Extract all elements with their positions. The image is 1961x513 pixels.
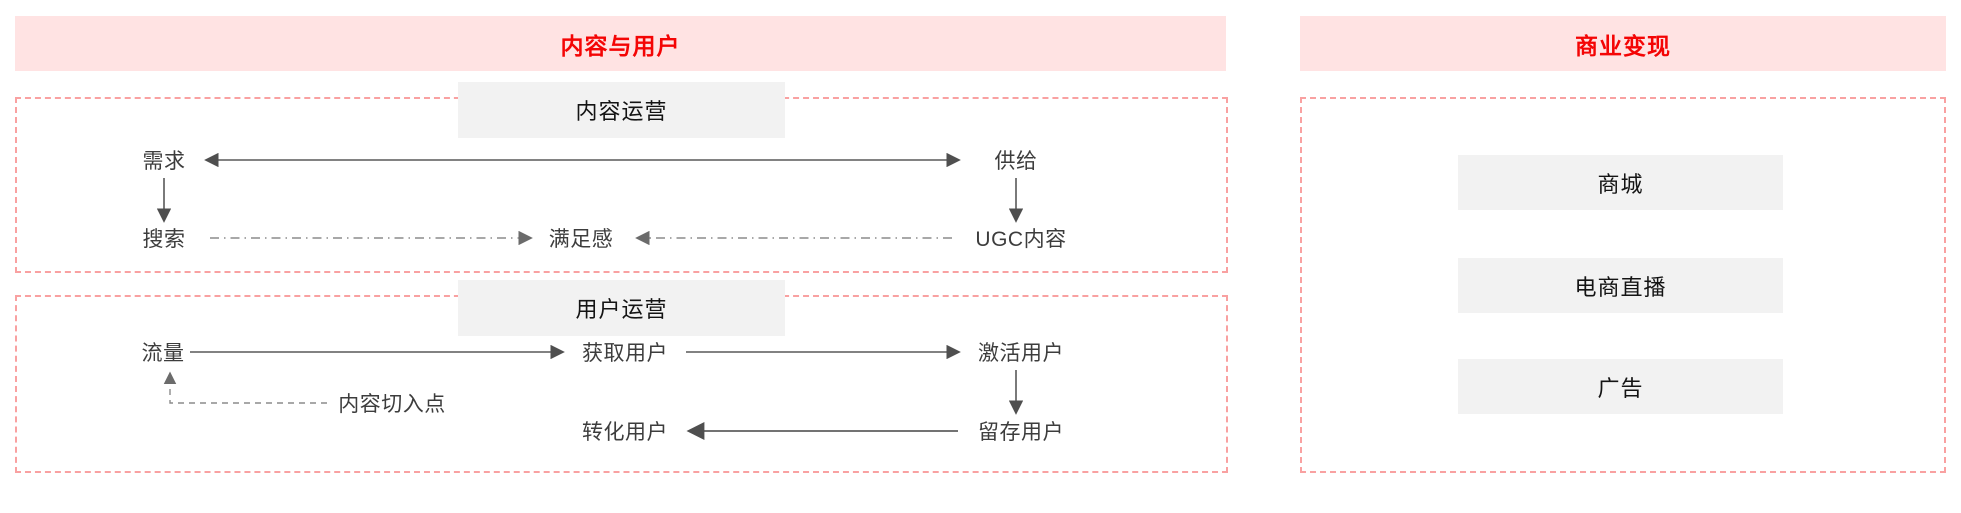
node-acquire-users: 获取用户 bbox=[582, 342, 668, 365]
monetization-banner: 商业变现 bbox=[1300, 16, 1946, 71]
node-demand: 需求 bbox=[142, 150, 186, 173]
user-ops-header-label: 用户运营 bbox=[575, 297, 668, 322]
node-ugc-content: UGC内容 bbox=[975, 228, 1067, 251]
ads-label: 广告 bbox=[1597, 375, 1644, 401]
monetization-card-ecommerce-live: 电商直播 bbox=[1458, 258, 1783, 313]
content-ops-header: 内容运营 bbox=[458, 82, 785, 138]
node-content-entry-point: 内容切入点 bbox=[338, 393, 446, 416]
node-retain-users: 留存用户 bbox=[978, 421, 1064, 444]
content-ops-header-label: 内容运营 bbox=[575, 99, 668, 124]
node-activate-users: 激活用户 bbox=[978, 342, 1064, 365]
monetization-title: 商业变现 bbox=[1575, 32, 1671, 59]
node-traffic: 流量 bbox=[141, 342, 185, 365]
node-satisfaction: 满足感 bbox=[548, 228, 614, 251]
ecommerce-live-label: 电商直播 bbox=[1574, 274, 1667, 300]
content-user-title: 内容与用户 bbox=[560, 32, 681, 59]
monetization-box bbox=[1300, 97, 1946, 473]
content-user-banner: 内容与用户 bbox=[15, 16, 1226, 71]
user-ops-header: 用户运营 bbox=[458, 280, 785, 336]
monetization-card-mall: 商城 bbox=[1458, 155, 1783, 210]
node-supply: 供给 bbox=[994, 150, 1038, 173]
mall-label: 商城 bbox=[1597, 171, 1644, 197]
monetization-card-ads: 广告 bbox=[1458, 359, 1783, 414]
node-search: 搜索 bbox=[142, 228, 186, 251]
node-convert-users: 转化用户 bbox=[582, 421, 668, 444]
